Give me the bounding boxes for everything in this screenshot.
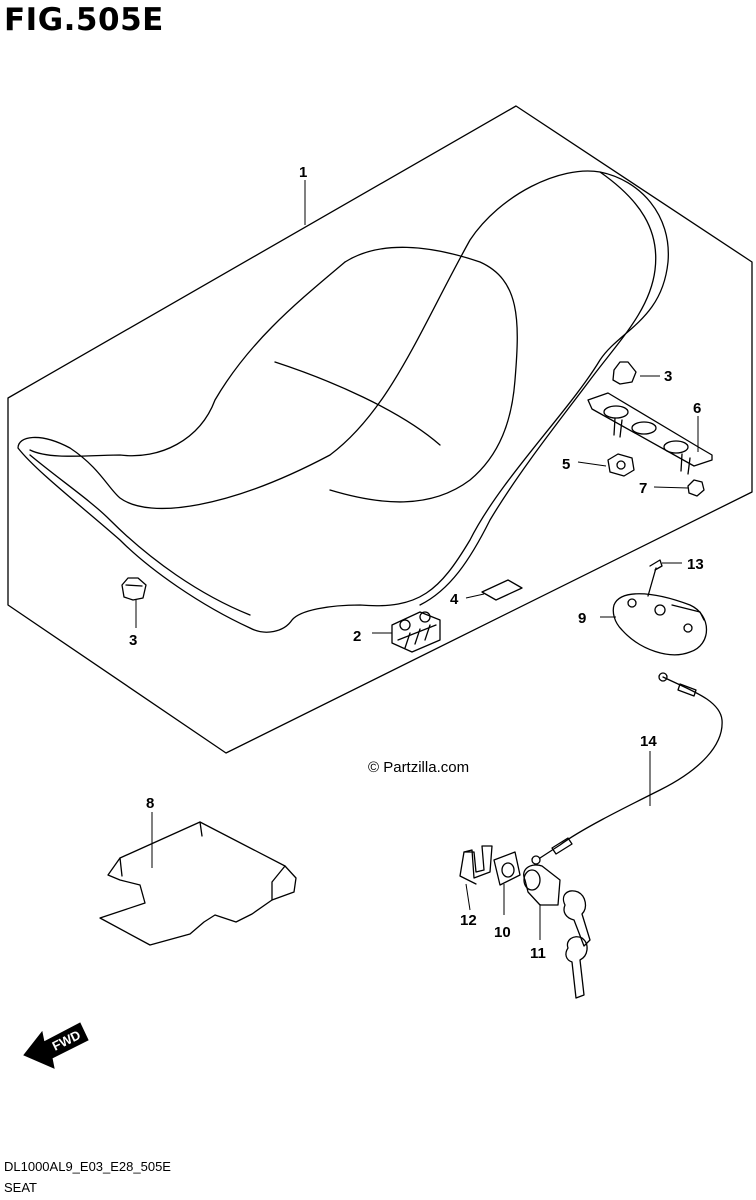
callout-7: 7: [639, 480, 647, 497]
grommet-7: [687, 479, 705, 497]
seat-bottom-line: [29, 454, 251, 616]
clip-12: [463, 845, 493, 879]
leader-4: [465, 593, 485, 599]
key-11a: [562, 890, 591, 947]
callout-10: 10: [494, 924, 511, 941]
key-11b: [565, 936, 588, 999]
callout-9: 9: [578, 610, 586, 627]
seat-crease: [274, 361, 441, 446]
callout-12: 12: [460, 912, 477, 929]
fwd-arrow: FWD: [23, 1022, 89, 1069]
lock-cylinder-11: [523, 864, 561, 906]
bumper-3-left: [121, 577, 147, 601]
callout-6: 6: [693, 400, 701, 417]
callout-11: 11: [530, 945, 546, 962]
bracket-6: [587, 392, 713, 467]
nut-5: [607, 453, 635, 477]
callout-3-top: 3: [664, 368, 672, 385]
callout-14: 14: [640, 733, 657, 750]
callout-13: 13: [687, 556, 704, 573]
diagram-code: DL1000AL9_E03_E28_505E: [4, 1159, 171, 1174]
callout-8: 8: [146, 795, 154, 812]
label-4: [481, 579, 523, 601]
seat-outer: [17, 170, 669, 633]
callout-1: 1: [299, 164, 307, 181]
leader-7: [653, 486, 689, 489]
seat-side-line: [419, 171, 657, 606]
callout-2: 2: [353, 628, 361, 645]
seat-rear-ridge: [329, 246, 518, 503]
screw-13: [647, 559, 663, 597]
seat-front-ridge: [29, 261, 346, 457]
leader-5: [577, 461, 607, 467]
callout-5: 5: [562, 456, 570, 473]
callout-3-left: 3: [129, 632, 137, 649]
watermark: © Partzilla.com: [368, 759, 469, 776]
bumper-3-top: [612, 361, 637, 385]
callout-4: 4: [450, 591, 459, 608]
diagram-name: SEAT: [4, 1180, 37, 1195]
lock-base-9: [612, 593, 707, 656]
figure-title: FIG.505E: [4, 2, 164, 38]
cover-8: [99, 821, 297, 946]
washer-10: [493, 851, 521, 886]
clip-2: [391, 611, 441, 653]
cable-14: [539, 676, 723, 859]
leader-12: [465, 883, 471, 911]
assembly-frame: [7, 105, 753, 754]
